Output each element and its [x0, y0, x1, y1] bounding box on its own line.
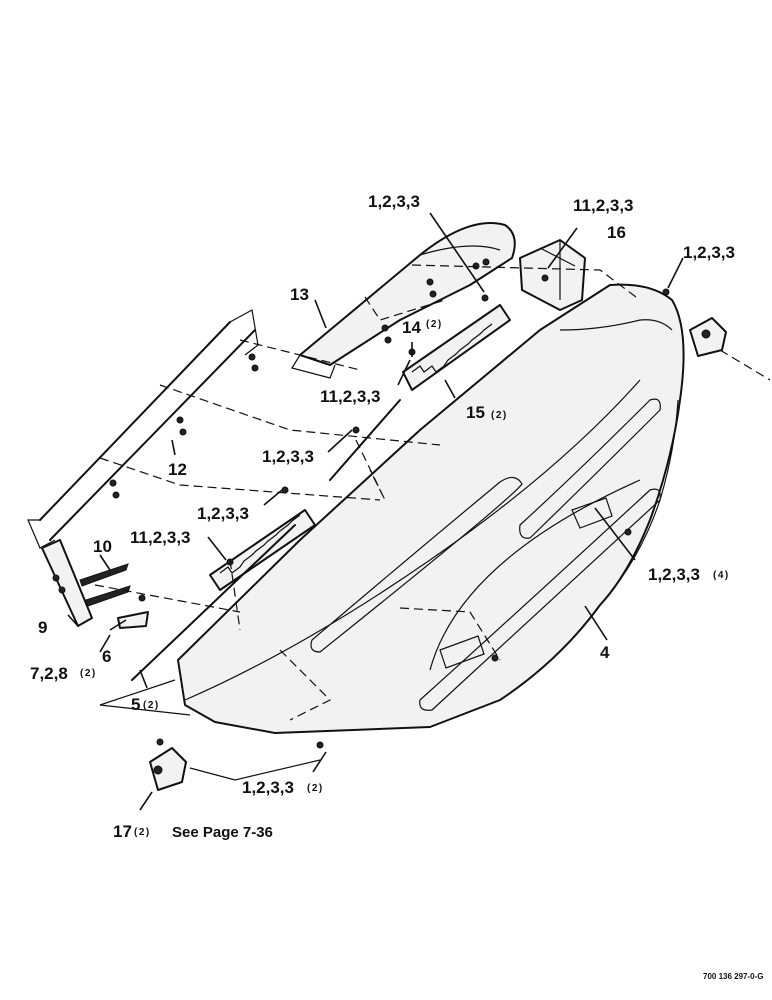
hinge-bracket-17	[149, 747, 187, 791]
callout-5-qty: (2)	[143, 700, 160, 711]
callout-12: 12	[168, 460, 187, 479]
callout-right-1233-4-qty: (4)	[713, 570, 730, 581]
callout-13: 13	[290, 285, 309, 304]
callout-15-qty: (2)	[491, 410, 508, 421]
callout-9: 9	[38, 618, 47, 637]
callout-mid-1233: 1,2,3,3	[262, 447, 314, 466]
callout-6: 6	[102, 647, 111, 666]
callout-5: 5	[131, 695, 140, 714]
callout-728: 7,2,8	[30, 664, 68, 683]
callout-right-1233: 1,2,3,3	[683, 243, 735, 262]
callout-11-mid: 11,2,3,3	[320, 387, 381, 406]
callout-14-qty: (2)	[426, 319, 443, 330]
latch-plate-upper	[402, 304, 511, 391]
callout-bottom-1233-qty: (2)	[307, 783, 324, 794]
callout-10: 10	[93, 537, 112, 556]
top-shield-panel	[291, 222, 516, 379]
rods-5	[131, 399, 401, 681]
figure-number: 700 136 297-0-G	[703, 972, 764, 981]
callout-4: 4	[600, 643, 610, 662]
callout-top-1233: 1,2,3,3	[368, 192, 420, 211]
callout-labels: 1,2,3,3 11,2,3,3 16 1,2,3,3 13 14 (2) 11…	[30, 192, 735, 841]
callout-17-note: See Page 7-36	[172, 824, 273, 841]
callout-17-qty: (2)	[134, 827, 151, 838]
left-brackets	[41, 539, 149, 629]
callout-16: 16	[607, 223, 626, 242]
callout-left-1233: 1,2,3,3	[197, 504, 249, 523]
leader-lines	[67, 212, 684, 811]
support-bar-12	[27, 309, 441, 549]
main-shield	[177, 283, 685, 734]
callout-14: 14	[402, 318, 421, 337]
hinge-bracket-right	[689, 317, 727, 357]
callout-11-left: 11,2,3,3	[130, 528, 191, 547]
assembly-lines	[94, 264, 771, 781]
callout-17: 17	[113, 822, 132, 841]
callout-728-qty: (2)	[80, 668, 97, 679]
callout-11-top: 11,2,3,3	[573, 196, 634, 215]
callout-15: 15	[466, 403, 485, 422]
bracket-16	[519, 239, 586, 311]
hardware-fasteners	[109, 258, 670, 749]
callout-bottom-1233: 1,2,3,3	[242, 778, 294, 797]
callout-right-1233-4: 1,2,3,3	[648, 565, 700, 584]
